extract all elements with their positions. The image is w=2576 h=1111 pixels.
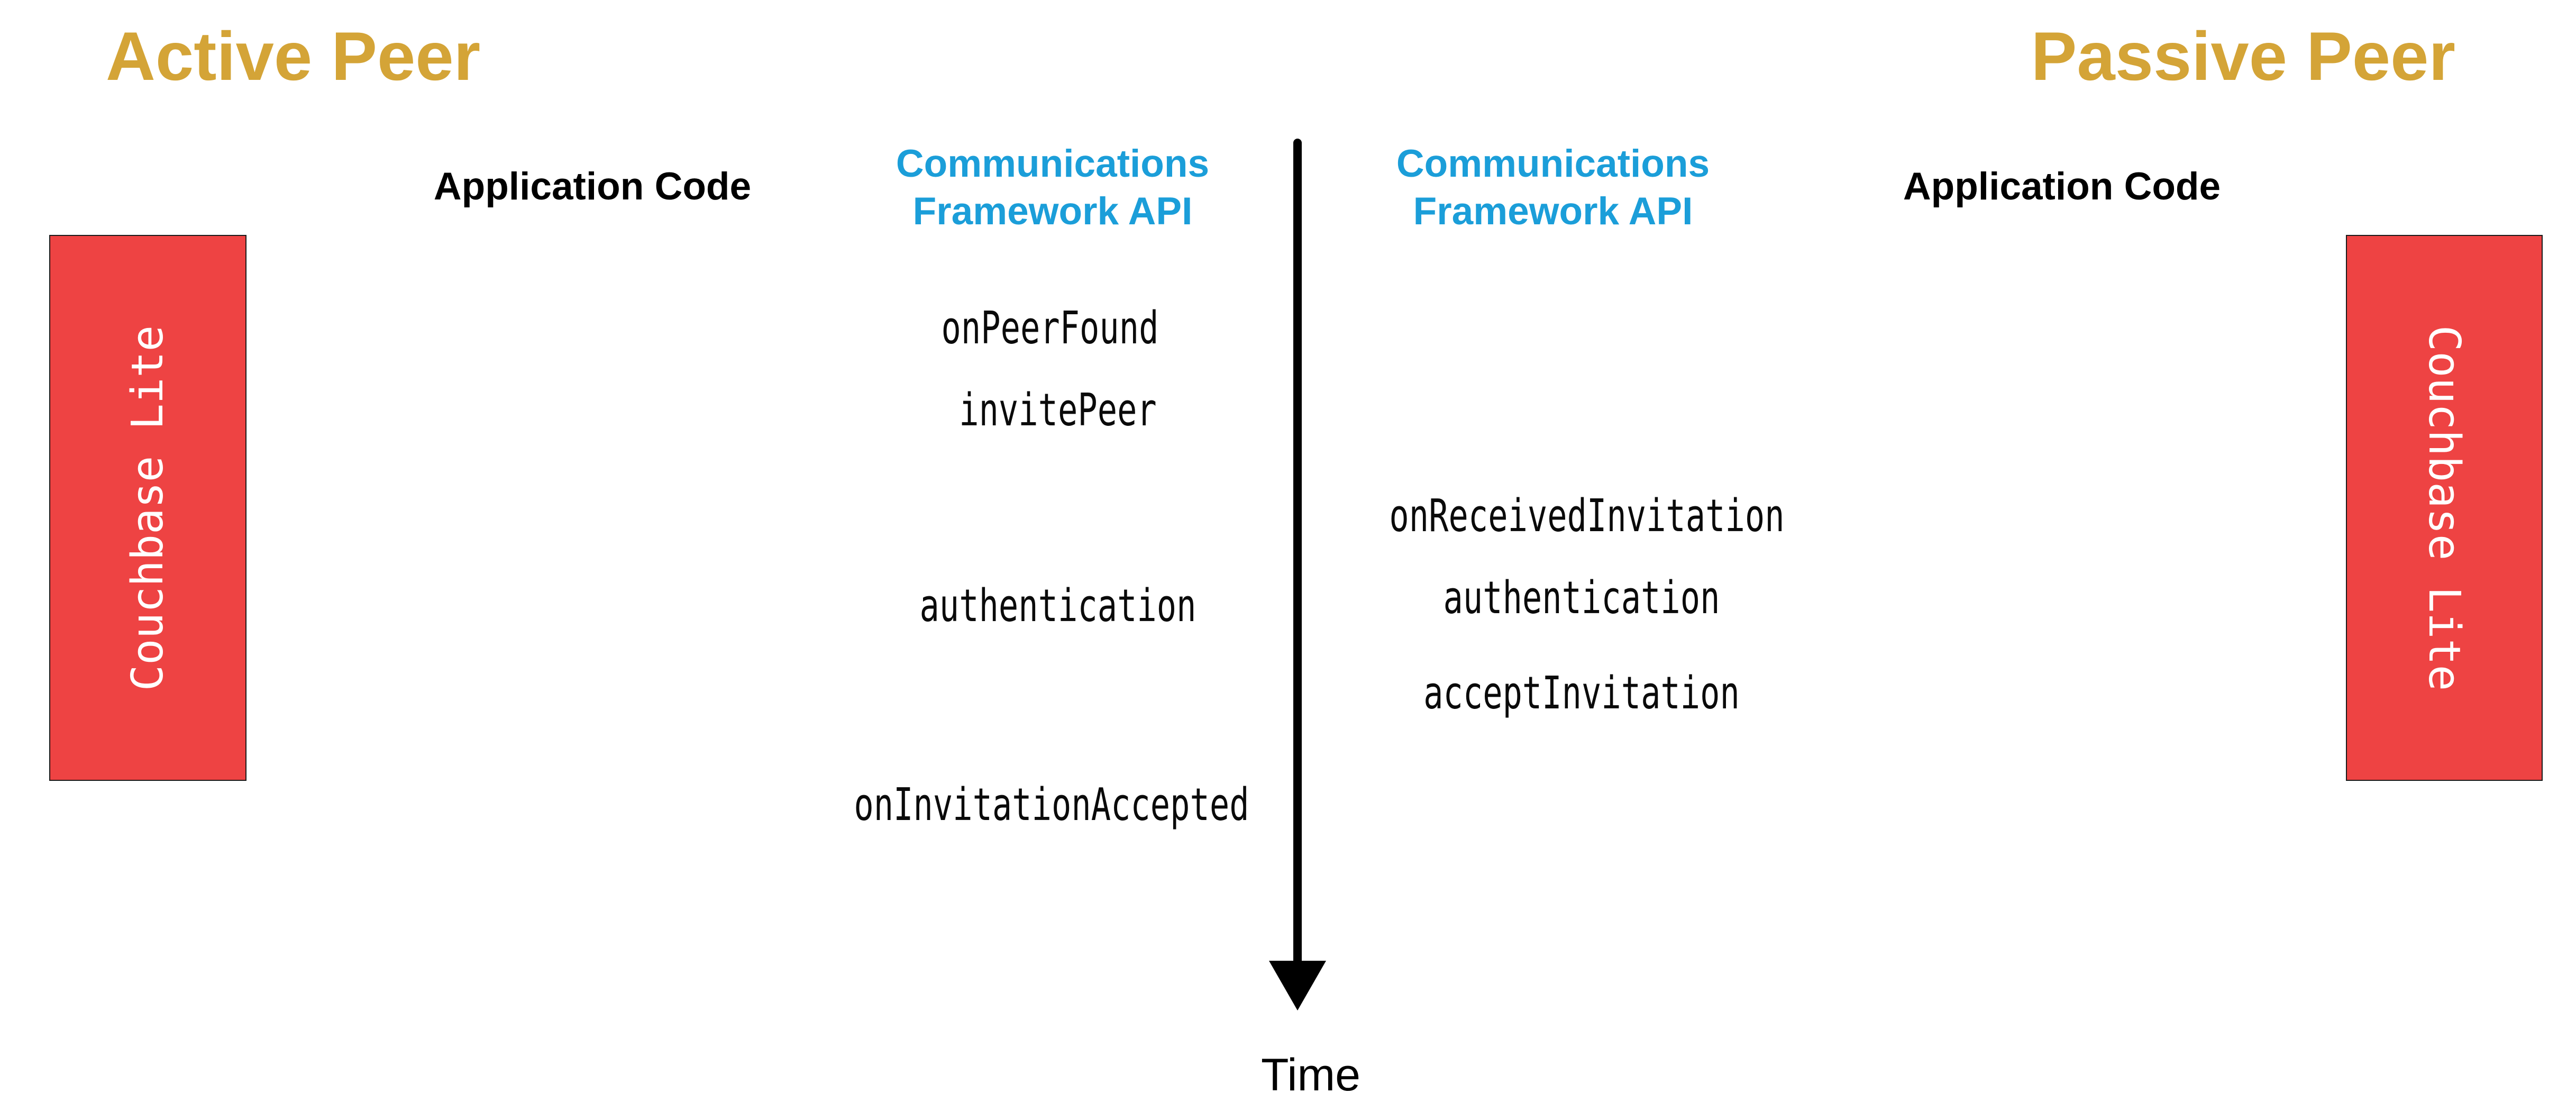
passive-api-header-line2: Framework API <box>1413 190 1693 233</box>
active-application-code-header: Application Code <box>433 165 752 208</box>
active-couchbase-lite-box: Couchbase Lite <box>49 235 246 781</box>
event-accept-invitation: acceptInvitation <box>1423 667 1740 720</box>
passive-peer-title: Passive Peer <box>2031 17 2455 95</box>
event-authentication-passive: authentication <box>1443 572 1720 624</box>
passive-couchbase-lite-label: Couchbase Lite <box>2419 325 2470 691</box>
passive-communications-framework-api-header: Communications Framework API <box>1396 140 1710 235</box>
active-api-header-line1: Communications <box>896 142 1210 185</box>
event-authentication-active: authentication <box>919 580 1196 632</box>
passive-application-code-header: Application Code <box>1903 165 2221 208</box>
time-axis-line <box>1293 139 1302 963</box>
active-api-header-line2: Framework API <box>912 190 1193 233</box>
time-axis-label: Time <box>1261 1050 1360 1100</box>
event-invite-peer: invitePeer <box>959 384 1157 436</box>
event-on-peer-found: onPeerFound <box>941 302 1159 354</box>
passive-api-header-line1: Communications <box>1396 142 1710 185</box>
active-peer-title: Active Peer <box>106 17 481 95</box>
active-communications-framework-api-header: Communications Framework API <box>896 140 1209 235</box>
event-on-received-invitation: onReceivedInvitation <box>1389 490 1785 542</box>
active-couchbase-lite-label: Couchbase Lite <box>123 325 173 691</box>
event-on-invitation-accepted: onInvitationAccepted <box>854 779 1249 831</box>
passive-couchbase-lite-box: Couchbase Lite <box>2346 235 2543 781</box>
arrow-down-icon <box>1269 961 1326 1010</box>
